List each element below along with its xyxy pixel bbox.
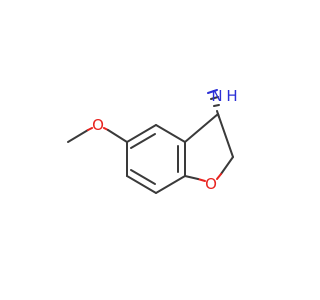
hash-3	[210, 96, 219, 100]
hash-1	[216, 110, 220, 118]
bond-o-to-c7a-red	[197, 178, 206, 182]
methoxy-oxygen-label: O	[92, 116, 104, 134]
amine-nitrogen-label: N	[211, 87, 222, 105]
bond-c3a-to-c3	[184, 113, 219, 143]
bond-methyl-to-o-red	[87, 127, 93, 131]
bond-c2-to-o	[220, 156, 234, 175]
ring-bond-1	[126, 124, 157, 143]
bond-c3-to-c2	[217, 113, 234, 158]
atom-labels: N H O O	[92, 87, 238, 193]
ring-oxygen-label: O	[205, 175, 217, 193]
amine-hydrogen-label: H	[226, 87, 237, 105]
structure-diagram: N H O O	[67, 87, 238, 194]
ring-bond-1-inner	[130, 133, 156, 149]
hash-2	[213, 104, 220, 107]
bond-c2-to-o-red	[216, 173, 222, 180]
ring-bond-4	[155, 175, 186, 194]
bond-methyl-to-o	[67, 129, 89, 143]
stereo-hash	[207, 89, 220, 118]
ring-bond-5	[126, 175, 157, 194]
ring-bond-2	[155, 124, 186, 143]
hash-4	[207, 89, 218, 94]
ring-bond-5-inner	[130, 169, 156, 185]
bond-o-to-c7a	[184, 175, 199, 180]
bonds	[67, 113, 234, 194]
bond-o-to-ring	[107, 129, 128, 143]
